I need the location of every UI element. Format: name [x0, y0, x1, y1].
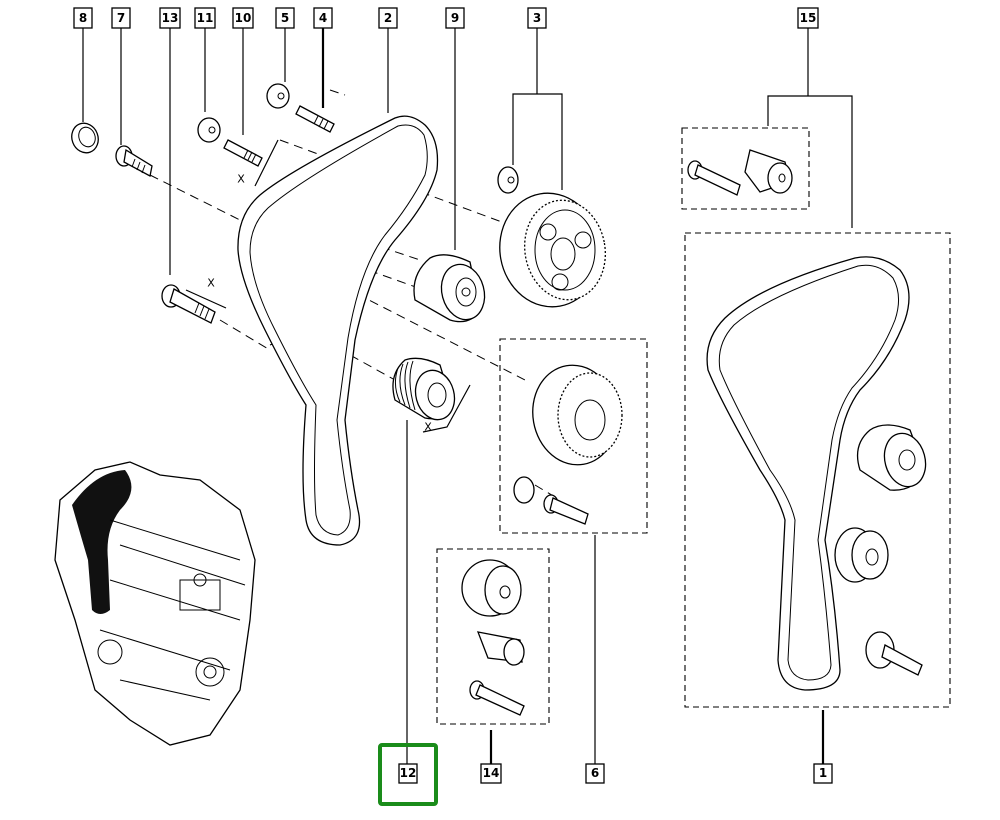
svg-text:12: 12: [400, 766, 417, 780]
svg-text:6: 6: [591, 766, 599, 780]
part-4-stud[interactable]: [295, 105, 335, 133]
svg-text:11: 11: [197, 11, 214, 25]
svg-text:10: 10: [235, 11, 252, 25]
callout-5[interactable]: 5: [275, 7, 295, 29]
svg-text:3: 3: [533, 11, 541, 25]
svg-text:7: 7: [117, 11, 125, 25]
callout-14[interactable]: 14: [480, 763, 502, 784]
leader-lines: [82, 28, 853, 765]
group-14-roller-kit[interactable]: [436, 548, 550, 725]
part-7-bolt[interactable]: [115, 145, 153, 177]
svg-text:5: 5: [281, 11, 289, 25]
group-15-spacer-kit[interactable]: [681, 127, 810, 210]
svg-text:X: X: [237, 173, 245, 186]
svg-text:X: X: [207, 277, 215, 290]
part-9-idler-roller[interactable]: [413, 254, 491, 325]
part-11-nut[interactable]: [197, 117, 221, 143]
svg-text:8: 8: [79, 11, 87, 25]
group-1-timing-belt-kit[interactable]: [684, 232, 951, 708]
callout-8[interactable]: 8: [73, 7, 93, 29]
dimension-x-marker-1: X: [237, 139, 279, 187]
callout-11[interactable]: 11: [194, 7, 216, 29]
callout-1[interactable]: 1: [813, 763, 833, 784]
callout-6[interactable]: 6: [585, 763, 605, 784]
svg-text:X: X: [424, 421, 432, 434]
part-8-seal[interactable]: [68, 119, 103, 156]
callout-15[interactable]: 15: [797, 7, 819, 29]
part-10-stud[interactable]: [223, 139, 263, 167]
callout-13[interactable]: 13: [159, 7, 181, 29]
svg-text:2: 2: [384, 11, 392, 25]
svg-text:4: 4: [319, 11, 327, 25]
part-12-ribbed-roller[interactable]: [392, 357, 460, 424]
part-5-nut[interactable]: [266, 83, 290, 109]
svg-text:15: 15: [800, 11, 817, 25]
part-2-timing-belt[interactable]: [237, 115, 439, 546]
engine-illustration: [54, 461, 256, 746]
callout-3[interactable]: 3: [527, 7, 547, 29]
callout-12[interactable]: 12: [398, 763, 418, 784]
part-3-camshaft-sprocket[interactable]: [491, 166, 613, 315]
callout-7[interactable]: 7: [111, 7, 131, 29]
callout-9[interactable]: 9: [445, 7, 465, 29]
callout-10[interactable]: 10: [232, 7, 254, 29]
svg-text:14: 14: [483, 766, 500, 780]
part-13-bolt[interactable]: [161, 284, 216, 324]
callout-2[interactable]: 2: [378, 7, 398, 29]
svg-text:9: 9: [451, 11, 459, 25]
group-6-crank-sprocket-kit[interactable]: [499, 338, 648, 534]
selection-highlight: [378, 743, 438, 806]
callout-4[interactable]: 4: [313, 7, 333, 29]
svg-text:1: 1: [819, 766, 827, 780]
dimension-x-marker-3: X: [422, 384, 471, 434]
dimension-x-marker-2: X: [185, 277, 227, 309]
svg-text:13: 13: [162, 11, 179, 25]
